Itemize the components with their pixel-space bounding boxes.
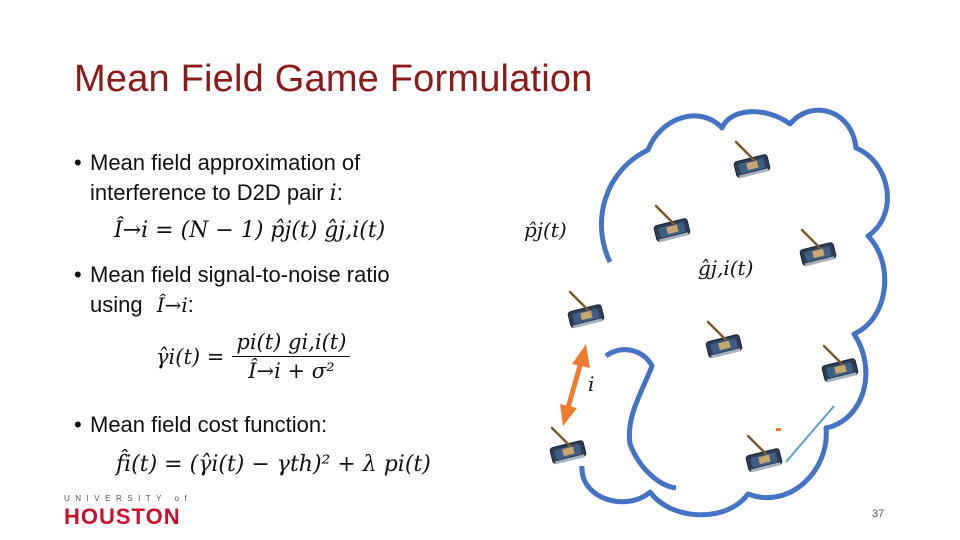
d2d-pair-arrow xyxy=(560,344,590,426)
bullet-snr: •Mean field signal-to-noise ratio using … xyxy=(74,260,390,320)
snr-denominator: Î→i + σ² xyxy=(248,359,335,383)
device-icon xyxy=(566,290,606,331)
cloud-tail xyxy=(785,405,835,463)
bullet-dot: • xyxy=(74,412,82,437)
page-number: 37 xyxy=(872,508,885,520)
device-icon xyxy=(798,228,838,269)
bullet-2-colon: : xyxy=(187,292,194,317)
bullet-cost: • Mean field cost function: xyxy=(74,410,327,440)
cloud-inner-curve xyxy=(604,347,677,491)
small-mark xyxy=(776,428,781,431)
device-icon xyxy=(548,426,588,467)
bullet-1-line2: interference to D2D pair xyxy=(90,180,330,205)
pair-label: i xyxy=(588,372,595,396)
bullet-dot: • xyxy=(74,150,82,175)
bullet-interference: • Mean field approximation of interferenc… xyxy=(74,148,360,209)
cost-equation: f̂i(t) = (γ̂i(t) − γth)² + λ pi(t) xyxy=(116,452,431,477)
snr-equation: γ̂i(t) = pi(t) gi,i(t) Î→i + σ² xyxy=(156,330,351,383)
snr-fraction: pi(t) gi,i(t) Î→i + σ² xyxy=(232,330,351,383)
bullet-1-line1: Mean field approximation of xyxy=(90,150,361,175)
bullet-2-line2: using xyxy=(90,292,149,317)
device-icon xyxy=(732,140,772,181)
power-label: p̂j(t) xyxy=(524,218,567,242)
device-icon xyxy=(704,320,744,361)
snr-lhs: γ̂i(t) = xyxy=(156,344,225,369)
interference-equation: Î→i = (N − 1) p̂j(t) ĝj,i(t) xyxy=(114,218,386,243)
interference-symbol: Î→i xyxy=(156,293,188,317)
logo-houston-text: HOUSTON xyxy=(64,504,181,529)
snr-numerator: pi(t) gi,i(t) xyxy=(232,330,351,357)
device-icon xyxy=(652,204,692,245)
device-icon xyxy=(744,434,784,475)
cloud-outline xyxy=(579,107,890,518)
logo-university-text: UNIVERSITY of xyxy=(64,494,193,503)
bullet-1-colon: : xyxy=(336,180,343,205)
university-logo: UNIVERSITY of HOUSTON xyxy=(64,494,192,530)
slide-title: Mean Field Game Formulation xyxy=(74,58,593,100)
bullet-2-line1: Mean field signal-to-noise ratio xyxy=(90,262,390,287)
gain-label: ĝj,i(t) xyxy=(698,256,754,280)
bullet-3-line1: Mean field cost function: xyxy=(90,412,328,437)
bullet-dot: • xyxy=(74,262,82,287)
pair-index-variable: i xyxy=(329,181,337,206)
device-icon xyxy=(820,344,860,385)
